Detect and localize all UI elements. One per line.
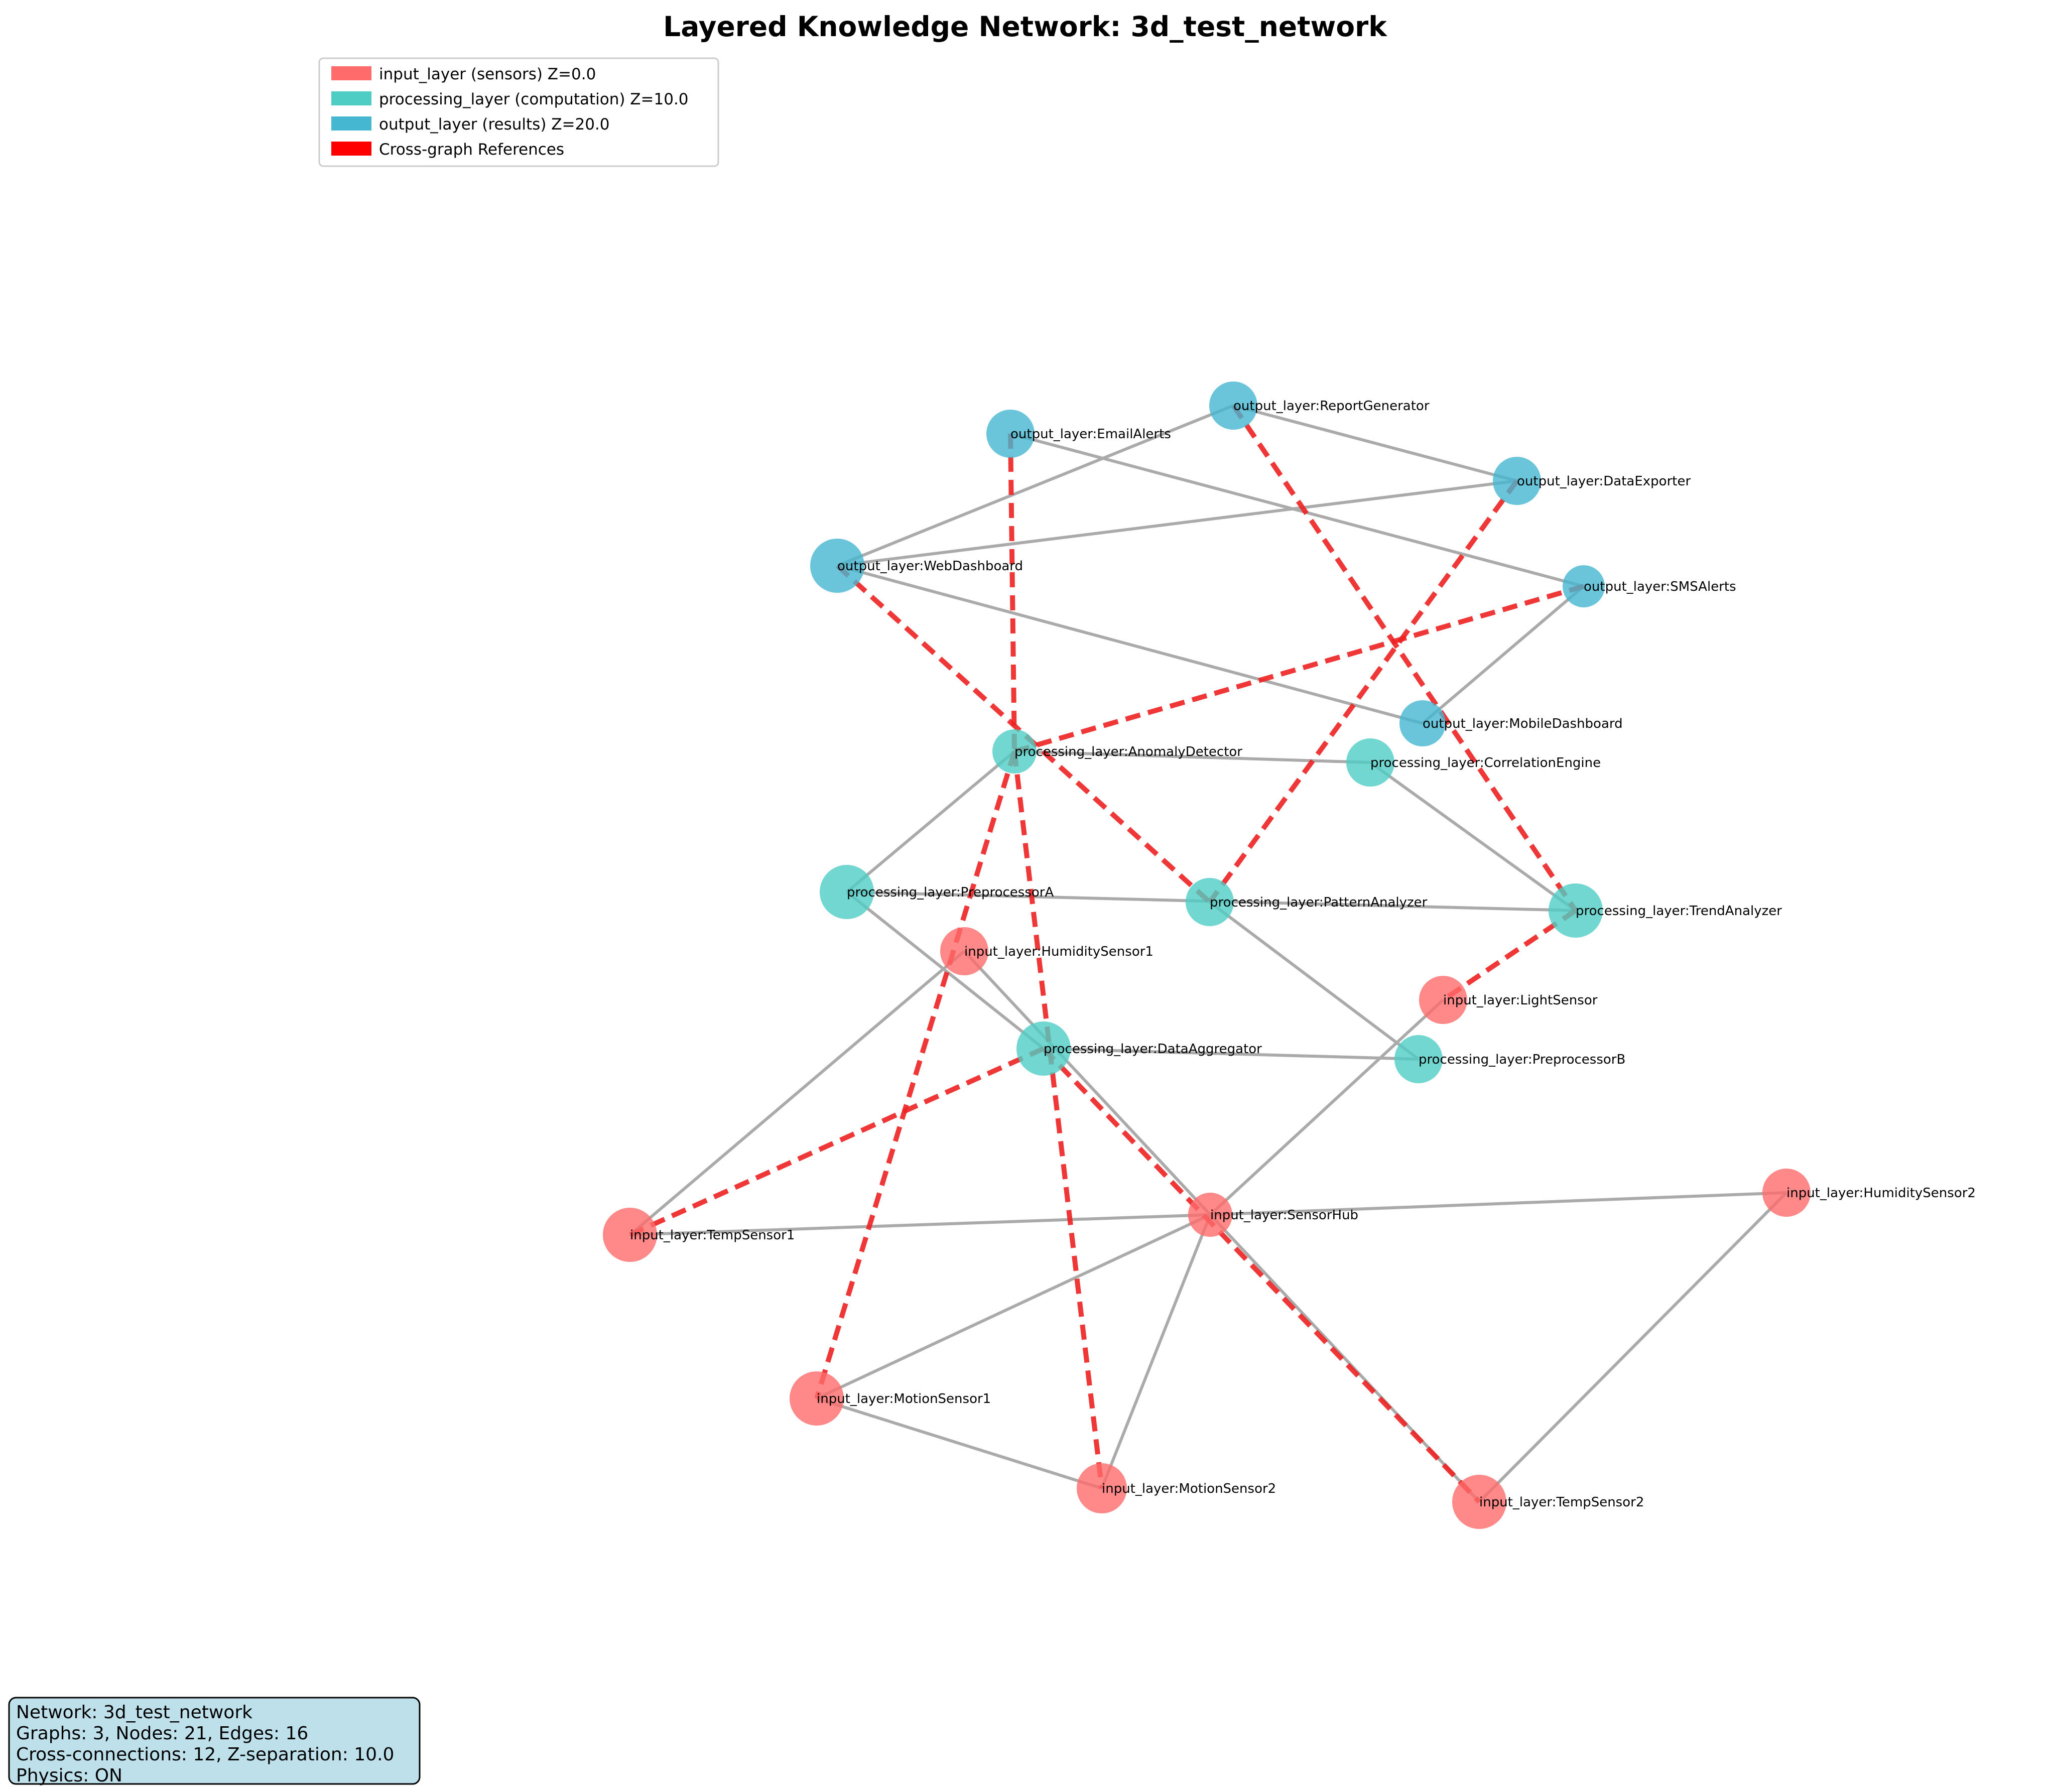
edge-output-layer-reportgenerator-to-output-layer-dataexporter [1233, 404, 1517, 482]
node-processing-layer-preprocessora[interactable] [820, 865, 874, 919]
diagram-title: Layered Knowledge Network: 3d_test_netwo… [663, 11, 1387, 43]
node-input-layer-lightsensor[interactable] [1419, 976, 1467, 1024]
cross-edge-output-layer-reportgenerator-to-processing-layer-trendanalyzer [1231, 404, 1578, 912]
edge-processing-layer-anomalydetector-to-processing-layer-preprocessora [846, 750, 1015, 893]
node-label-output-layer-webdashboard: output_layer:WebDashboard [837, 559, 1023, 574]
node-output-layer-dataexporter[interactable] [1493, 457, 1541, 505]
node-label-output-layer-smsalerts: output_layer:SMSAlerts [1584, 579, 1736, 594]
cross-edge-output-layer-emailalerts-to-processing-layer-anomalydetector [1008, 433, 1017, 752]
edge-output-layer-reportgenerator-to-output-layer-webdashboard [836, 404, 1234, 567]
node-output-layer-smsalerts[interactable] [1563, 565, 1605, 607]
legend-label-output: output_layer (results) Z=20.0 [379, 115, 610, 134]
nodes-layer [603, 381, 1811, 1529]
legend-label-processing: processing_layer (computation) Z=10.0 [379, 90, 689, 108]
node-label-processing-layer-preprocessorb: processing_layer:PreprocessorB [1419, 1052, 1625, 1067]
node-label-input-layer-sensorhub: input_layer:SensorHub [1210, 1208, 1358, 1223]
node-input-layer-tempsensor1[interactable] [603, 1208, 657, 1262]
edge-input-layer-humiditysensor1-to-input-layer-sensorhub [963, 950, 1212, 1216]
cross-edge-output-layer-webdashboard-to-processing-layer-patternanalyzer [835, 564, 1212, 904]
node-label-input-layer-motionsensor1: input_layer:MotionSensor1 [817, 1391, 991, 1406]
node-label-processing-layer-dataaggregator: processing_layer:DataAggregator [1044, 1042, 1262, 1057]
node-label-processing-layer-correlationengine: processing_layer:CorrelationEngine [1370, 755, 1601, 771]
node-label-input-layer-tempsensor2: input_layer:TempSensor2 [1479, 1495, 1644, 1510]
edge-input-layer-motionsensor1-to-input-layer-motionsensor2 [816, 1397, 1102, 1490]
cross-edge-processing-layer-anomalydetector-to-input-layer-motionsensor1 [814, 750, 1017, 1399]
node-label-input-layer-humiditysensor2: input_layer:HumiditySensor2 [1786, 1186, 1976, 1201]
cross-edge-processing-layer-dataaggregator-to-input-layer-tempsensor2 [1042, 1047, 1481, 1504]
node-label-input-layer-motionsensor2: input_layer:MotionSensor2 [1102, 1481, 1276, 1496]
node-label-input-layer-lightsensor: input_layer:LightSensor [1443, 993, 1598, 1008]
edges-layer [629, 404, 1788, 1503]
node-input-layer-sensorhub[interactable] [1188, 1193, 1232, 1237]
edge-processing-layer-correlationengine-to-processing-layer-trendanalyzer [1369, 761, 1577, 912]
node-processing-layer-patternanalyzer[interactable] [1186, 878, 1234, 926]
cross-edge-processing-layer-dataaggregator-to-input-layer-tempsensor1 [628, 1046, 1045, 1237]
node-output-layer-mobiledashboard[interactable] [1399, 700, 1446, 746]
legend-box [318, 57, 719, 167]
legend-swatch-cross [331, 142, 371, 156]
legend-swatch-input [331, 66, 371, 80]
node-input-layer-motionsensor1[interactable] [790, 1371, 844, 1426]
edge-output-layer-smsalerts-to-output-layer-mobiledashboard [1422, 585, 1585, 725]
node-output-layer-reportgenerator[interactable] [1209, 381, 1257, 430]
node-processing-layer-preprocessorb[interactable] [1394, 1035, 1443, 1083]
node-output-layer-emailalerts[interactable] [986, 410, 1035, 458]
node-processing-layer-trendanalyzer[interactable] [1549, 883, 1603, 938]
node-input-layer-motionsensor2[interactable] [1077, 1463, 1127, 1513]
edge-input-layer-sensorhub-to-input-layer-tempsensor2 [1209, 1213, 1481, 1503]
node-label-output-layer-mobiledashboard: output_layer:MobileDashboard [1423, 716, 1623, 731]
edge-processing-layer-dataaggregator-to-processing-layer-preprocessorb [1043, 1047, 1419, 1061]
node-processing-layer-correlationengine[interactable] [1346, 738, 1394, 787]
info-line-counts: Graphs: 3, Nodes: 21, Edges: 16 [16, 1723, 308, 1744]
info-box: Network: 3d_test_network Graphs: 3, Node… [8, 1697, 421, 1786]
node-label-output-layer-emailalerts: output_layer:EmailAlerts [1010, 427, 1171, 442]
legend-swatch-output [331, 116, 371, 131]
edge-input-layer-sensorhub-to-input-layer-motionsensor2 [1100, 1214, 1212, 1489]
legend-label-input: input_layer (sensors) Z=0.0 [379, 65, 596, 83]
node-label-processing-layer-anomalydetector: processing_layer:AnomalyDetector [1014, 744, 1242, 759]
node-label-input-layer-tempsensor1: input_layer:TempSensor1 [630, 1228, 795, 1243]
node-processing-layer-anomalydetector[interactable] [992, 729, 1037, 774]
legend-swatch-processing [331, 91, 371, 105]
node-label-output-layer-reportgenerator: output_layer:ReportGenerator [1233, 399, 1430, 414]
edge-input-layer-tempsensor1-to-input-layer-sensorhub [629, 1213, 1211, 1236]
info-box-background [8, 1697, 421, 1785]
edge-processing-layer-preprocessora-to-processing-layer-dataaggregator [846, 890, 1045, 1050]
info-line-network: Network: 3d_test_network [16, 1702, 252, 1723]
edge-input-layer-sensorhub-to-input-layer-motionsensor1 [816, 1213, 1211, 1400]
node-label-processing-layer-preprocessora: processing_layer:PreprocessorA [847, 885, 1054, 900]
edge-input-layer-lightsensor-to-input-layer-sensorhub [1209, 998, 1445, 1216]
node-input-layer-humiditysensor2[interactable] [1762, 1169, 1811, 1217]
node-label-processing-layer-trendanalyzer: processing_layer:TrendAnalyzer [1576, 904, 1782, 919]
legend-label-cross: Cross-graph References [379, 141, 564, 159]
edge-input-layer-humiditysensor2-to-input-layer-tempsensor2 [1478, 1191, 1788, 1503]
edge-input-layer-humiditysensor1-to-input-layer-tempsensor1 [629, 950, 965, 1236]
node-input-layer-humiditysensor1[interactable] [940, 927, 988, 975]
legend: input_layer (sensors) Z=0.0 processing_l… [318, 57, 719, 167]
node-label-output-layer-dataexporter: output_layer:DataExporter [1517, 474, 1691, 489]
node-labels-layer: output_layer:ReportGenerator output_layer… [630, 399, 1976, 1510]
node-output-layer-webdashboard[interactable] [810, 539, 864, 593]
node-processing-layer-dataaggregator[interactable] [1016, 1021, 1071, 1076]
cross-edge-output-layer-smsalerts-to-processing-layer-anomalydetector [1013, 584, 1585, 754]
info-line-physics: Physics: ON [16, 1765, 122, 1786]
node-label-processing-layer-patternanalyzer: processing_layer:PatternAnalyzer [1210, 895, 1428, 910]
edge-input-layer-sensorhub-to-input-layer-humiditysensor2 [1210, 1191, 1787, 1216]
edge-output-layer-emailalerts-to-output-layer-smsalerts [1010, 432, 1584, 588]
edge-processing-layer-patternanalyzer-to-processing-layer-preprocessorb [1209, 901, 1420, 1061]
info-line-cross: Cross-connections: 12, Z-separation: 10.… [16, 1744, 394, 1765]
edge-output-layer-webdashboard-to-output-layer-mobiledashboard [837, 564, 1423, 725]
cross-edge-output-layer-dataexporter-to-processing-layer-patternanalyzer [1207, 479, 1519, 904]
node-input-layer-tempsensor2[interactable] [1452, 1475, 1506, 1529]
cross-edge-processing-layer-anomalydetector-to-input-layer-motionsensor2 [1012, 751, 1104, 1489]
edge-output-layer-webdashboard-to-output-layer-dataexporter [837, 479, 1517, 567]
node-label-input-layer-humiditysensor1: input_layer:HumiditySensor1 [964, 944, 1154, 959]
